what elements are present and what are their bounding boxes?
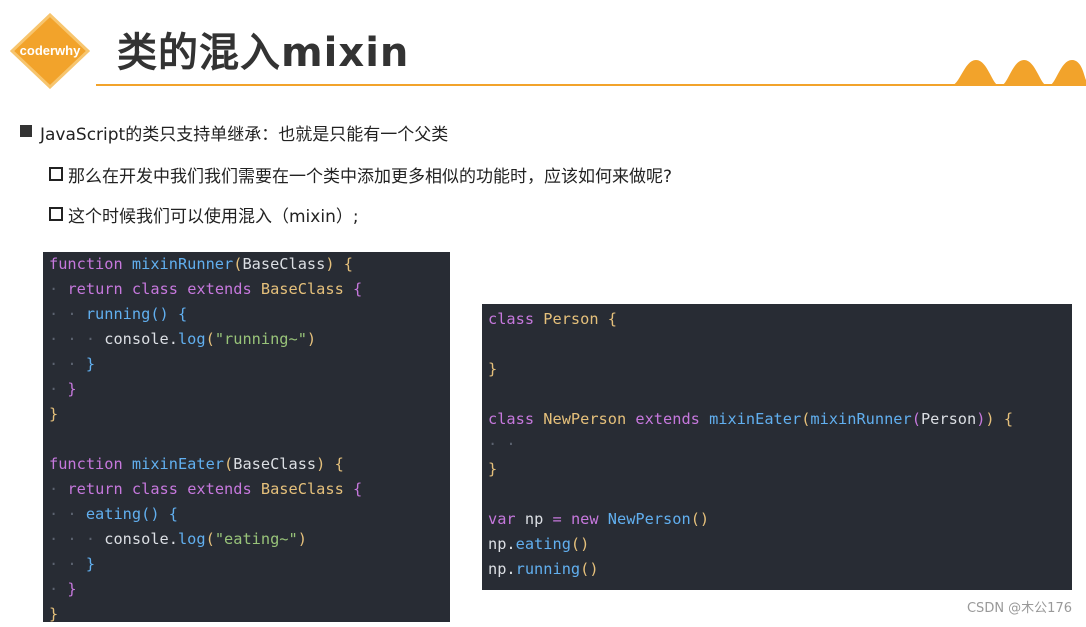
code-line: · } [49,380,77,398]
code-line: · return class extends BaseClass { [49,280,363,298]
code-line: } [488,360,498,378]
code-line: } [49,405,59,423]
bullet-sub-2: 这个时候我们可以使用混入（mixin）; [68,207,359,227]
code-line: function mixinEater(BaseClass) { [49,455,344,473]
code-line: class Person { [488,310,617,328]
code-line: np.eating() [488,535,590,553]
code-line: · · running() { [49,305,188,323]
code-line: · · } [49,355,96,373]
code-line: · · } [49,555,96,573]
bullet-sub-1: 那么在开发中我们我们需要在一个类中添加更多相似的功能时，应该如何来做呢? [68,167,673,187]
bullet-hollow-square-icon [49,167,63,181]
coderwhy-logo: coderwhy [10,13,90,89]
code-block-mixins: function mixinRunner(BaseClass) { · retu… [43,252,450,623]
code-block-usage: class Person { } class NewPerson extends… [482,304,1072,590]
code-line: · · · console.log("eating~") [49,530,307,548]
code-line: function mixinRunner(BaseClass) { [49,255,353,273]
header-divider [96,84,1086,86]
code-line: class NewPerson extends mixinEater(mixin… [488,410,1014,428]
code-line: np.running() [488,560,599,578]
bullet-main: JavaScript的类只支持单继承：也就是只能有一个父类 [40,125,449,145]
bullet-hollow-square-icon [49,207,63,221]
watermark: CSDN @木公176 [966,601,1072,616]
code-line: } [488,460,498,478]
logo-text: coderwhy [20,43,81,58]
code-line: · return class extends BaseClass { [49,480,363,498]
bullet-square-icon [20,125,32,137]
code-line: } [49,605,59,623]
code-line: · } [49,580,77,598]
code-line: · · · console.log("running~") [49,330,317,348]
header-wave-decoration [950,60,1086,86]
page-title: 类的混入mixin [117,30,410,76]
code-line: · · [488,435,516,453]
code-line: · · eating() { [49,505,178,523]
code-line: var np = new NewPerson() [488,510,710,528]
